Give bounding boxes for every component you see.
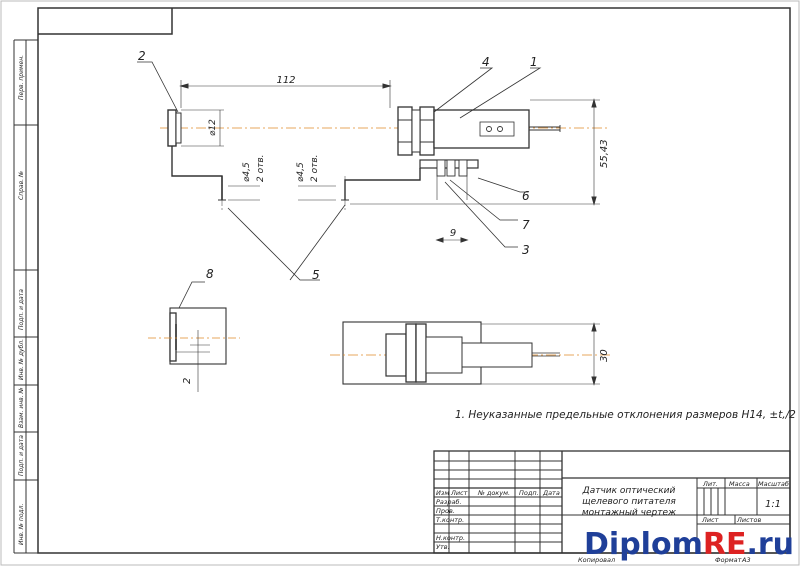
watermark-text-accent: RE xyxy=(702,527,747,562)
side-stamp-cell: Перв. примен. xyxy=(18,55,25,100)
tb-format: Формат xyxy=(715,556,742,564)
dim-30: 30 xyxy=(599,349,610,362)
side-stamp-cell: Подп. и дата xyxy=(18,435,25,476)
tb-hdr-izm: Изм xyxy=(436,489,449,497)
sensor-led-2 xyxy=(497,126,503,132)
tb-list: Лист xyxy=(701,516,719,524)
sensor-side-view xyxy=(330,321,610,386)
drawing-frame xyxy=(37,7,791,554)
tb-name-2: щелевого питателя xyxy=(582,497,676,507)
tb-name-1: Датчик оптический xyxy=(582,486,676,496)
dim-d12: ⌀12 xyxy=(208,119,218,136)
tb-hdr-list: Лист xyxy=(450,489,468,497)
dim-2otv-b: 2 отв. xyxy=(310,154,320,182)
callout-2: 2 xyxy=(138,49,146,63)
tb-role-prov: Пров. xyxy=(436,507,455,515)
tb-hdr-data: Дата xyxy=(542,489,560,497)
sensor-thread xyxy=(411,109,421,153)
side-stamp xyxy=(13,39,38,554)
dim-2: 2 xyxy=(182,378,193,384)
dim-9: 9 xyxy=(450,228,456,239)
tb-name-3: монтажный чертеж xyxy=(582,508,677,518)
tb-role-utv: Утв. xyxy=(436,543,450,551)
callout-4: 4 xyxy=(482,55,490,69)
watermark-logo: DiplomRE.ru xyxy=(584,527,794,562)
sensor-nut-left xyxy=(397,106,413,156)
tb-scale-value: 1:1 xyxy=(765,499,781,510)
tb-role-tkontr: Т.контр. xyxy=(436,516,464,524)
side-stamp-cell: Взам. инв. № xyxy=(18,387,25,428)
callout-5: 5 xyxy=(312,268,320,282)
reflector-view xyxy=(148,307,240,392)
callout-7: 7 xyxy=(522,218,530,232)
dim-112: 112 xyxy=(276,75,295,86)
watermark-text-main: Diplom xyxy=(584,527,703,562)
side-stamp-cell: Инв. № дубл. xyxy=(18,339,25,380)
side-stamp-cell: Инв. № подл. xyxy=(18,504,25,545)
callout-8: 8 xyxy=(206,267,214,281)
tb-kopiroval: Копировал xyxy=(578,556,615,564)
tb-listov: Листов xyxy=(736,516,761,524)
top-left-stamp xyxy=(38,8,173,35)
dim-d45-b: ⌀4,5 xyxy=(296,162,306,182)
dim-2otv-a: 2 отв. xyxy=(256,154,266,182)
side-stamp-cell: Справ. № xyxy=(18,171,25,200)
side-stamp-cell: Подп. и дата xyxy=(18,289,25,330)
sensor-nut-right xyxy=(419,106,435,156)
sensor-led-1 xyxy=(486,126,492,132)
watermark-text-suffix: .ru xyxy=(746,527,794,562)
reflector-plate xyxy=(167,109,177,147)
tb-format-value: A3 xyxy=(741,556,751,564)
tb-masshtab: Масштаб xyxy=(758,480,789,488)
general-note: 1. Неуказанные предельные отклонения раз… xyxy=(455,409,796,421)
tb-role-nkontr: Н.контр. xyxy=(436,534,465,542)
title-block xyxy=(433,450,791,554)
callout-3: 3 xyxy=(522,243,530,257)
tb-role-razrab: Разраб. xyxy=(436,498,462,506)
dim-d45-a: ⌀4,5 xyxy=(242,162,252,182)
top-view xyxy=(160,80,610,243)
tb-massa: Масса xyxy=(729,480,750,488)
dim-5543: 55,43 xyxy=(599,139,610,168)
callout-6: 6 xyxy=(522,189,530,203)
tb-lit: Лит. xyxy=(702,480,718,488)
tb-hdr-podp: Подп. xyxy=(519,489,539,497)
tb-hdr-ndok: № докум. xyxy=(477,489,510,497)
callout-1: 1 xyxy=(530,55,538,69)
reflector-face xyxy=(175,112,182,144)
